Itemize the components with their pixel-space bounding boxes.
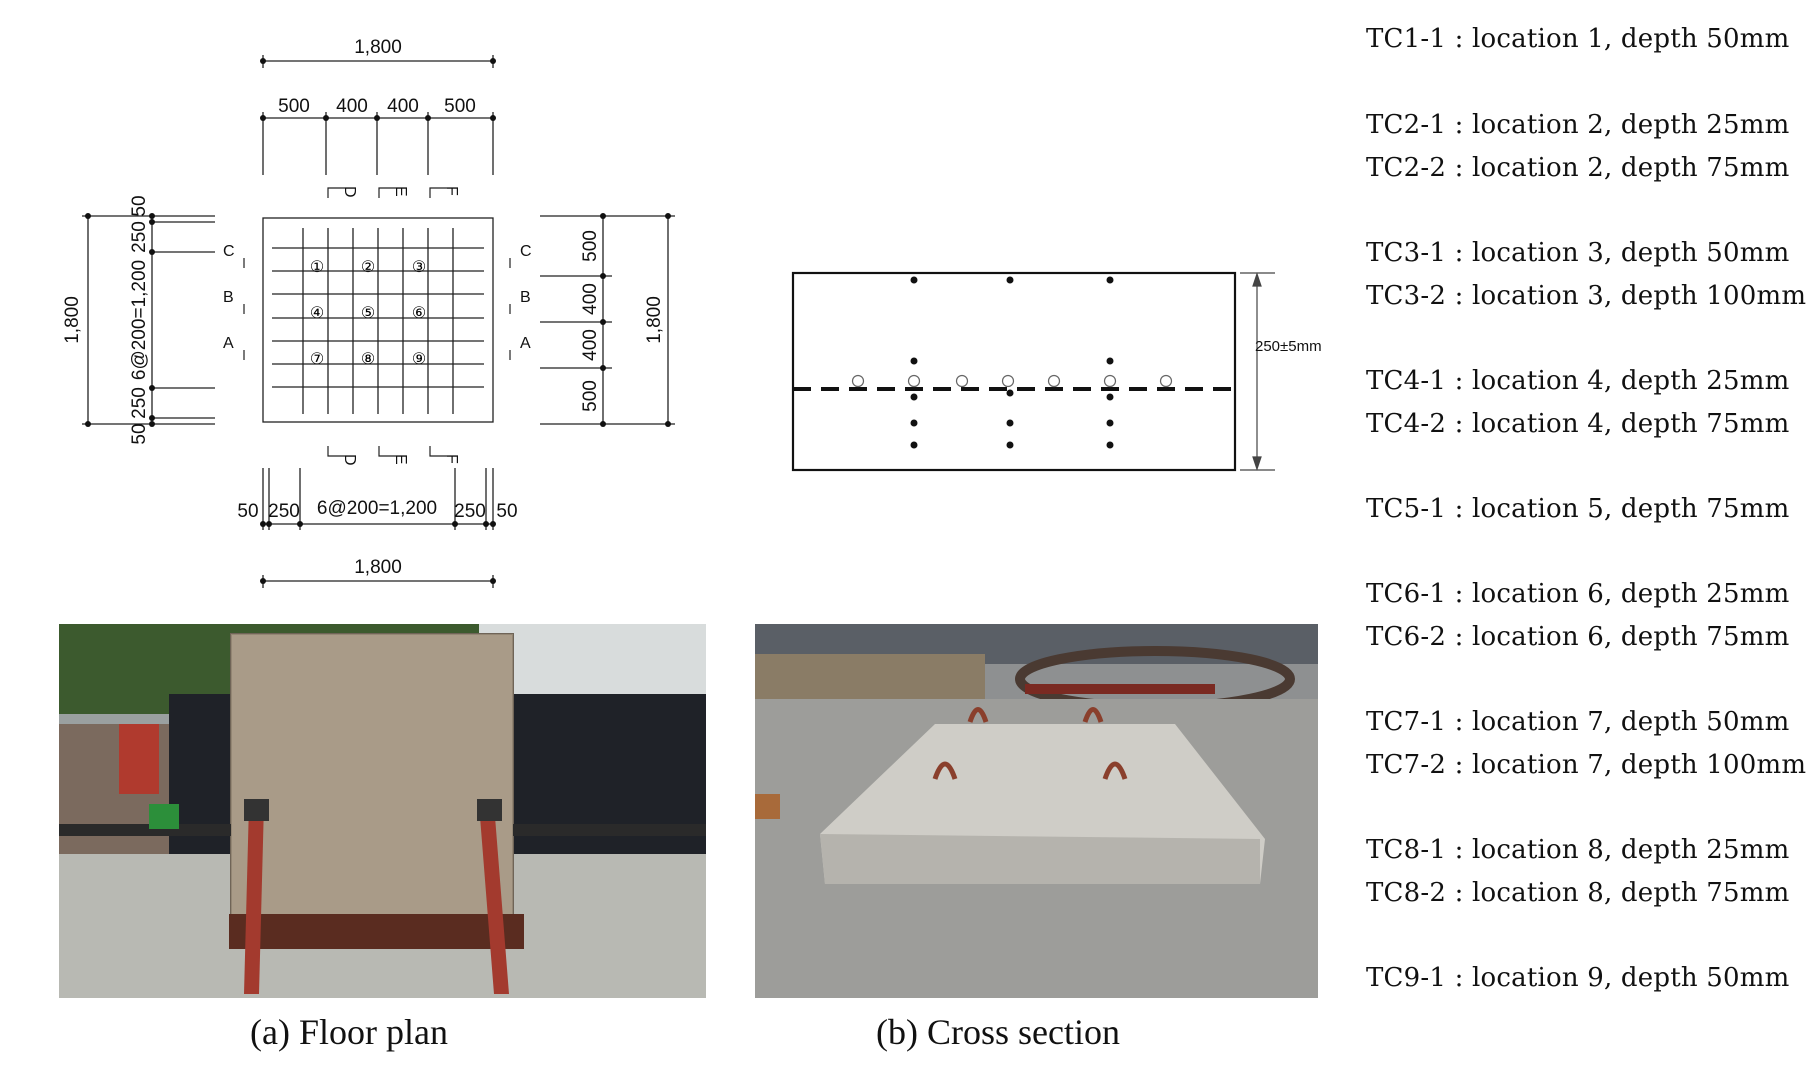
dim-bottom-seg: 250	[454, 501, 486, 522]
dim-top-seg: 500	[278, 96, 310, 117]
legend-item: TC1-1 : location 1, depth 50mm	[1366, 24, 1790, 54]
cross-section-photo	[755, 624, 1318, 998]
dim-bottom-seg: 50	[237, 501, 258, 522]
location-marker: ⑥	[412, 305, 426, 322]
location-marker: ⑧	[361, 351, 375, 368]
dim-right-seg: 400	[580, 283, 601, 315]
section-cut-label: D	[341, 186, 358, 198]
dim-right-total: 1,800	[644, 296, 665, 344]
floor-plan-photo	[59, 624, 706, 998]
dim-bottom-seg: 6@200=1,200	[317, 498, 437, 519]
dim-right-seg: 500	[580, 380, 601, 412]
dim-left-total: 1,800	[62, 296, 83, 344]
legend-item: TC6-2 : location 6, depth 75mm	[1366, 622, 1790, 652]
legend-item: TC2-2 : location 2, depth 75mm	[1366, 153, 1790, 183]
dim-bottom-seg: 50	[496, 501, 517, 522]
cross-section-drawing: 250±5mm	[791, 271, 1322, 472]
legend-item: TC3-1 : location 3, depth 50mm	[1366, 238, 1790, 268]
location-marker: ⑨	[412, 351, 426, 368]
height-label: 250±5mm	[1255, 338, 1322, 355]
section-cut-label: F	[443, 186, 460, 196]
legend-item: TC6-1 : location 6, depth 25mm	[1366, 579, 1790, 609]
dim-left-seg: 6@200=1,200	[129, 260, 150, 380]
legend-item: TC2-1 : location 2, depth 25mm	[1366, 110, 1790, 140]
section-cut-label: F	[443, 454, 460, 464]
section-cut-label: E	[392, 454, 409, 465]
dim-top-seg: 400	[336, 96, 368, 117]
location-marker: ⑦	[310, 351, 324, 368]
caption-floor-plan: (a) Floor plan	[250, 1012, 448, 1052]
dim-left-seg: 250	[129, 387, 150, 419]
section-cut-label: E	[392, 186, 409, 197]
section-cut-label: A	[520, 335, 531, 352]
dim-right-seg: 500	[580, 230, 601, 262]
floor-plan-drawing: 1,800 500 400 400 500 D E F D E F C B A …	[62, 37, 675, 588]
dim-top-seg: 400	[387, 96, 419, 117]
dim-top-seg: 500	[444, 96, 476, 117]
dim-top-total: 1,800	[354, 37, 402, 58]
legend-item: TC3-2 : location 3, depth 100mm	[1366, 281, 1807, 311]
caption-cross-section: (b) Cross section	[876, 1012, 1120, 1052]
legend-item: TC4-1 : location 4, depth 25mm	[1366, 366, 1790, 396]
dim-bottom-seg: 250	[268, 501, 300, 522]
legend-item: TC9-1 : location 9, depth 50mm	[1366, 963, 1790, 993]
section-cut-label: C	[520, 243, 532, 260]
legend-item: TC4-2 : location 4, depth 75mm	[1366, 409, 1790, 439]
dim-left-seg: 250	[129, 221, 150, 253]
legend-item: TC5-1 : location 5, depth 75mm	[1366, 494, 1790, 524]
location-marker: ①	[310, 259, 324, 276]
location-marker: ④	[310, 305, 324, 322]
dim-left-seg: 50	[129, 195, 150, 216]
location-marker: ③	[412, 259, 426, 276]
legend-item: TC7-2 : location 7, depth 100mm	[1366, 750, 1807, 780]
legend-item: TC8-2 : location 8, depth 75mm	[1366, 878, 1790, 908]
dim-bottom-total: 1,800	[354, 557, 402, 578]
location-marker: ②	[361, 259, 375, 276]
section-cut-label: B	[223, 289, 234, 306]
location-marker: ⑤	[361, 305, 375, 322]
dim-right-seg: 400	[580, 329, 601, 361]
section-cut-label: B	[520, 289, 531, 306]
section-cut-label: C	[223, 243, 235, 260]
legend-item: TC7-1 : location 7, depth 50mm	[1366, 707, 1790, 737]
dim-left-seg: 50	[129, 423, 150, 444]
legend-item: TC8-1 : location 8, depth 25mm	[1366, 835, 1790, 865]
section-cut-label: D	[341, 454, 358, 466]
section-cut-label: A	[223, 335, 234, 352]
